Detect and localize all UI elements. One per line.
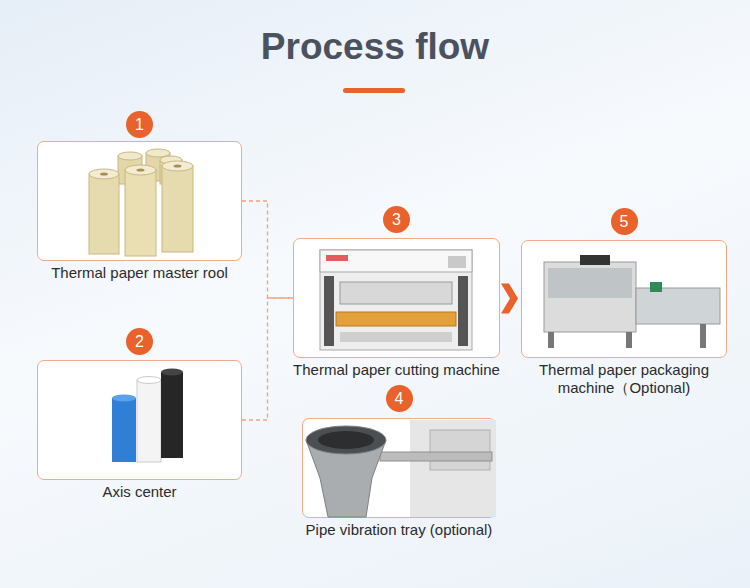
step-box bbox=[293, 238, 500, 358]
process-step: 1Thermal paper master rool bbox=[37, 111, 242, 301]
dashed-bracket bbox=[242, 201, 293, 298]
step-box bbox=[37, 141, 242, 261]
step-caption: Thermal paper cutting machine bbox=[272, 361, 522, 379]
step-caption: Thermal paper master rool bbox=[20, 264, 260, 282]
flow-arrow bbox=[501, 284, 518, 314]
callout-number: 3 bbox=[383, 206, 410, 233]
diagram-title: Process flow bbox=[0, 24, 750, 70]
callout-number: 5 bbox=[611, 208, 638, 235]
cutting-machine bbox=[320, 250, 472, 350]
process-step: 5Thermal paper packaging machine（Optiona… bbox=[521, 208, 727, 398]
step-caption: Axis center bbox=[20, 483, 260, 501]
title-underline bbox=[343, 88, 405, 93]
callout-number: 4 bbox=[386, 385, 413, 412]
step-caption: Thermal paper packaging machine（Optional… bbox=[521, 361, 727, 397]
callout-number: 1 bbox=[126, 111, 153, 138]
step-box bbox=[302, 418, 496, 518]
process-step: 2Axis center bbox=[37, 328, 242, 520]
paper-rolls bbox=[89, 149, 193, 256]
core-tubes bbox=[112, 369, 183, 463]
vibration-tray bbox=[306, 420, 496, 517]
callout-number: 2 bbox=[126, 328, 153, 355]
process-step: 3Thermal paper cutting machine bbox=[293, 206, 500, 398]
dashed-bracket bbox=[242, 298, 293, 420]
step-caption: Pipe vibration tray (optional) bbox=[274, 521, 524, 539]
packaging-machine bbox=[544, 255, 720, 348]
step-box bbox=[37, 360, 242, 480]
process-step: 4Pipe vibration tray (optional) bbox=[302, 385, 496, 558]
step-box bbox=[521, 240, 727, 358]
